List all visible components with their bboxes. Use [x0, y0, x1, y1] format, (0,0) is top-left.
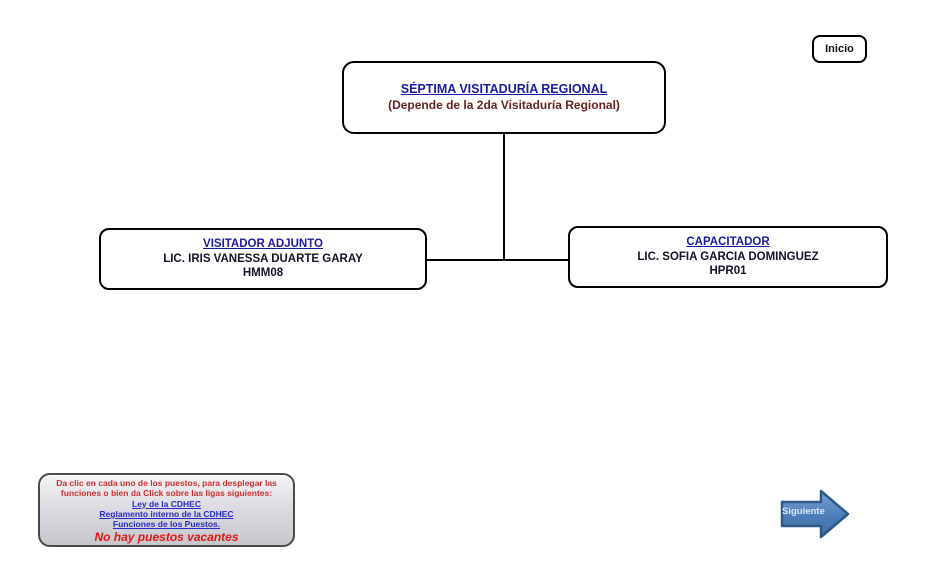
connector-horizontal-line — [427, 259, 568, 261]
link-ley-cdhec[interactable]: Ley de la CDHEC — [132, 498, 201, 509]
org-node-title[interactable]: SÉPTIMA VISITADURÍA REGIONAL — [400, 82, 608, 97]
org-node-septima-visitaduria[interactable]: SÉPTIMA VISITADURÍA REGIONAL (Depende de… — [342, 61, 666, 134]
link-reglamento-interno[interactable]: Reglamento interno de la CDHEC — [99, 509, 234, 520]
org-node-title[interactable]: CAPACITADOR — [686, 236, 770, 249]
siguiente-button[interactable]: Siguiente — [780, 487, 852, 541]
org-node-person-name: LIC. IRIS VANESSA DUARTE GARAY — [163, 252, 363, 265]
inicio-button-label: Inicio — [825, 43, 854, 55]
siguiente-button-label: Siguiente — [782, 506, 825, 517]
org-node-position-code: HMM08 — [242, 267, 284, 280]
inicio-button[interactable]: Inicio — [812, 35, 867, 63]
org-node-subtitle: (Depende de la 2da Visitaduría Regional) — [388, 97, 620, 112]
link-funciones-puestos[interactable]: Funciones de los Puestos. — [112, 519, 221, 530]
org-node-person-name: LIC. SOFIA GARCIA DOMINGUEZ — [637, 250, 819, 263]
right-arrow-icon — [780, 489, 850, 539]
org-node-visitador-adjunto[interactable]: VISITADOR ADJUNTO LIC. IRIS VANESSA DUAR… — [99, 228, 427, 290]
org-node-capacitador[interactable]: CAPACITADOR LIC. SOFIA GARCIA DOMINGUEZ … — [568, 226, 888, 288]
org-node-title[interactable]: VISITADOR ADJUNTO — [203, 238, 323, 251]
org-node-position-code: HPR01 — [709, 265, 747, 278]
connector-vertical-line — [503, 134, 505, 260]
instructions-panel: Da clic en cada uno de los puestos, para… — [38, 473, 295, 547]
vacancy-note: No hay puestos vacantes — [94, 529, 239, 544]
instructions-text: Da clic en cada uno de los puestos, para… — [56, 478, 277, 499]
